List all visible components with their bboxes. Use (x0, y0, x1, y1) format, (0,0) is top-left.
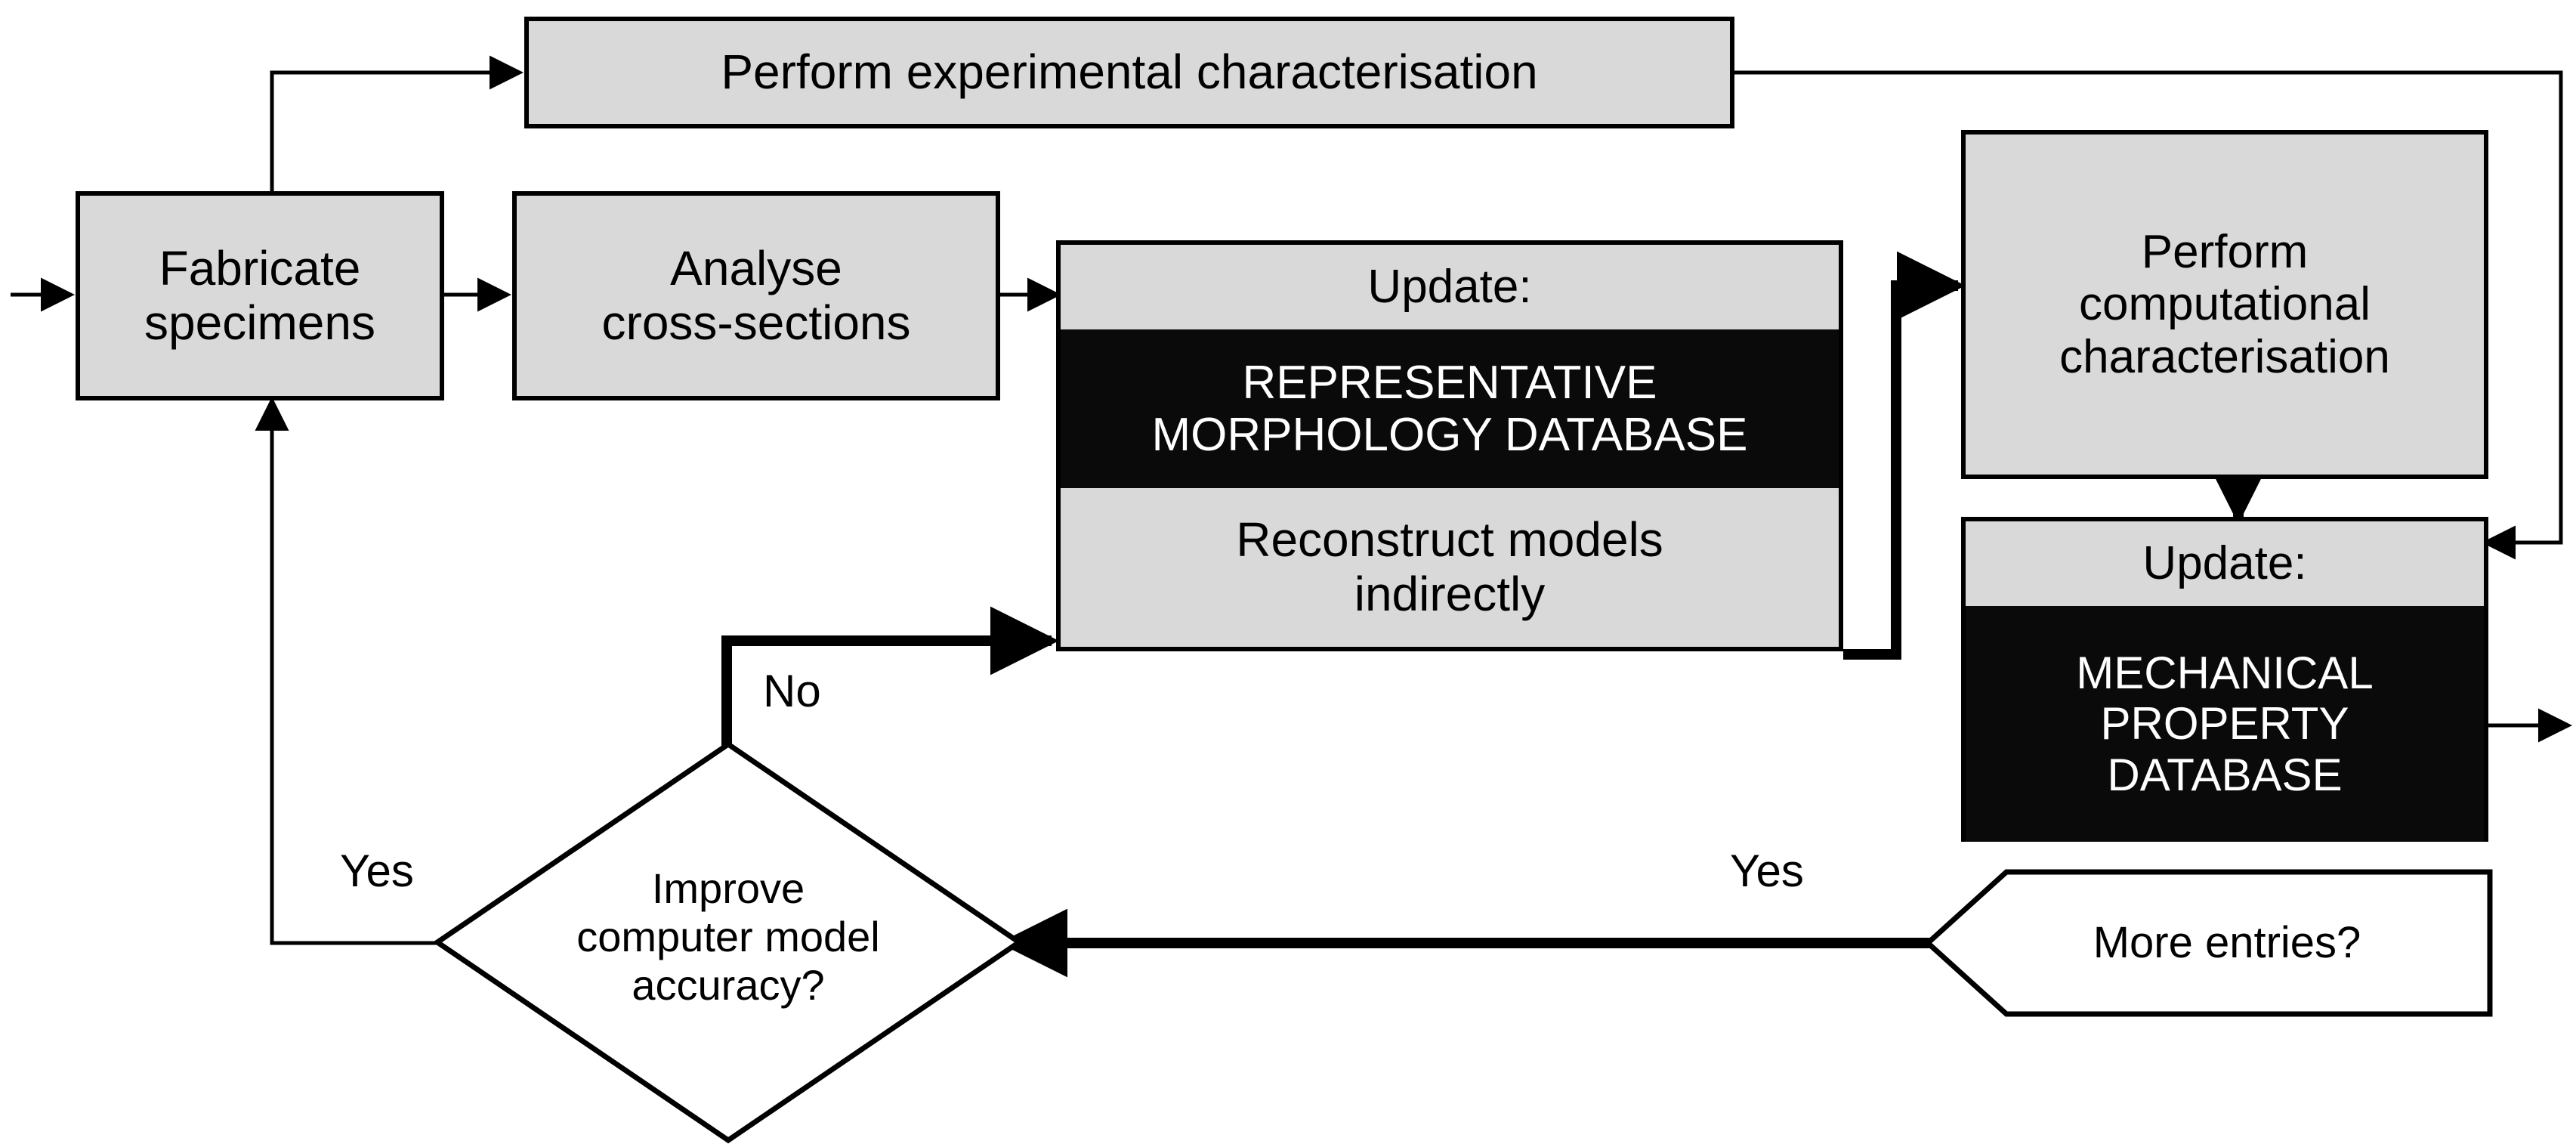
node-label-line1: Fabricate (159, 240, 361, 295)
node-more-entries-shape-wrap (1925, 869, 2493, 1017)
reconstruct-models-indirectly[interactable]: Reconstruct models indirectly (1056, 488, 1843, 651)
edge-decision-yes-to-fabricate (255, 397, 447, 945)
node-perform-experimental-characterisation[interactable]: Perform experimental characterisation (524, 17, 1734, 128)
node-mechanical-property-group: Update: MECHANICAL PROPERTY DATABASE (1961, 517, 2488, 870)
edge-label-yes-right: Yes (1730, 845, 1804, 897)
representative-morphology-database[interactable]: REPRESENTATIVE MORPHOLOGY DATABASE (1056, 329, 1843, 488)
db-label-line1: REPRESENTATIVE (1242, 356, 1657, 409)
node-fabricate-specimens[interactable]: Fabricate specimens (76, 191, 444, 400)
mechanical-update-header[interactable]: Update: (1961, 517, 2488, 606)
node-label-line3: characterisation (2059, 330, 2390, 383)
db-label-line2: PROPERTY (2100, 698, 2349, 750)
node-label-line2: cross-sections (601, 295, 911, 350)
edge-label-text: Yes (1730, 846, 1804, 896)
decision-diamond[interactable] (434, 741, 1023, 1144)
node-label-line2: computational (2078, 278, 2371, 331)
node-label-line1: Perform (2141, 225, 2309, 278)
edge-fabricate-to-experimental (270, 55, 524, 193)
edge-experimental-to-mechanical (1734, 70, 2563, 560)
node-analyse-cross-sections[interactable]: Analyse cross-sections (512, 191, 1000, 400)
edge-label-text: No (763, 666, 821, 716)
node-label-line2: specimens (144, 295, 375, 350)
morphology-update-header[interactable]: Update: (1056, 240, 1843, 329)
node-representative-morphology-group: Update: REPRESENTATIVE MORPHOLOGY DATABA… (1056, 240, 1843, 750)
edge-label-yes-left: Yes (340, 845, 414, 897)
node-label-line2: indirectly (1354, 567, 1546, 621)
node-label: Update: (1367, 261, 1532, 314)
edge-label-text: Yes (340, 846, 414, 896)
edge-reconstruct-to-computational (1843, 251, 1966, 660)
node-decision-shape-wrap (434, 741, 1023, 1144)
node-label: Perform experimental characterisation (721, 45, 1538, 100)
mechanical-property-database[interactable]: MECHANICAL PROPERTY DATABASE (1961, 606, 2488, 842)
db-label-line1: MECHANICAL (2076, 648, 2374, 699)
edge-label-no: No (763, 665, 821, 717)
edge-decision-no-to-reconstruct (721, 606, 1059, 748)
node-label-line1: Analyse (670, 240, 842, 295)
node-label-line1: Reconstruct models (1236, 512, 1663, 567)
db-label-line3: DATABASE (2107, 749, 2343, 800)
more-entries-pentagon[interactable] (1925, 869, 2493, 1017)
node-perform-computational-characterisation[interactable]: Perform computational characterisation (1961, 130, 2488, 479)
node-label: Update: (2142, 537, 2307, 590)
db-label-line2: MORPHOLOGY DATABASE (1151, 409, 1748, 461)
